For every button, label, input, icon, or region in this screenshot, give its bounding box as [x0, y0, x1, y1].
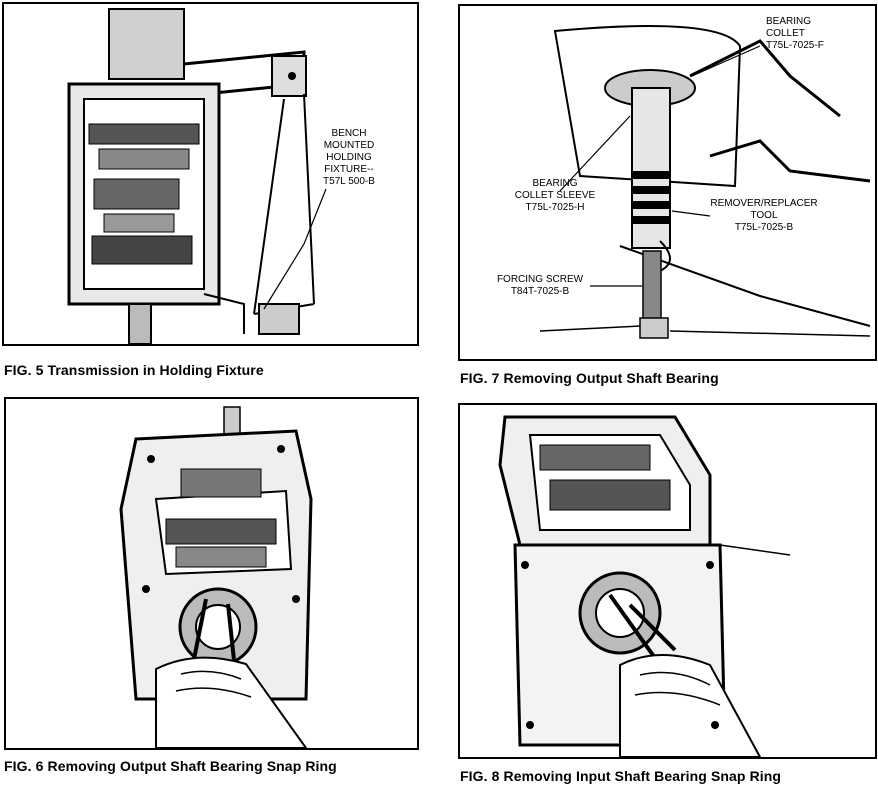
- output-bearing-removal-drawing: [539, 25, 871, 339]
- figure-7-caption: FIG. 7 Removing Output Shaft Bearing: [460, 370, 719, 386]
- figure-5-illustration: BENCH MOUNTED HOLDING FIXTURE-- T57L 500…: [2, 2, 419, 346]
- output-snap-ring-drawing: [119, 406, 313, 748]
- figure-7-illustration: BEARING COLLET T75L-7025-F BEARING COLLE…: [458, 4, 877, 361]
- transmission-fixture-drawing: [67, 8, 327, 344]
- callout-bench-fixture: BENCH MOUNTED HOLDING FIXTURE-- T57L 500…: [323, 128, 375, 187]
- figure-8-illustration: [458, 403, 877, 759]
- callout-bearing-collet-sleeve: BEARING COLLET SLEEVE T75L-7025-H: [514, 178, 596, 213]
- callout-remover-replacer-tool: REMOVER/REPLACER TOOL T75L-7025-B: [710, 198, 818, 233]
- figure-6-caption: FIG. 6 Removing Output Shaft Bearing Sna…: [4, 758, 337, 774]
- callout-bearing-collet: BEARING COLLET T75L-7025-F: [766, 16, 824, 51]
- figure-6-illustration: [4, 397, 419, 750]
- figure-5-caption: FIG. 5 Transmission in Holding Fixture: [4, 362, 264, 378]
- figure-8-caption: FIG. 8 Removing Input Shaft Bearing Snap…: [460, 768, 782, 784]
- callout-forcing-screw: FORCING SCREW T84T-7025-B: [496, 274, 584, 297]
- input-snap-ring-drawing: [498, 415, 791, 757]
